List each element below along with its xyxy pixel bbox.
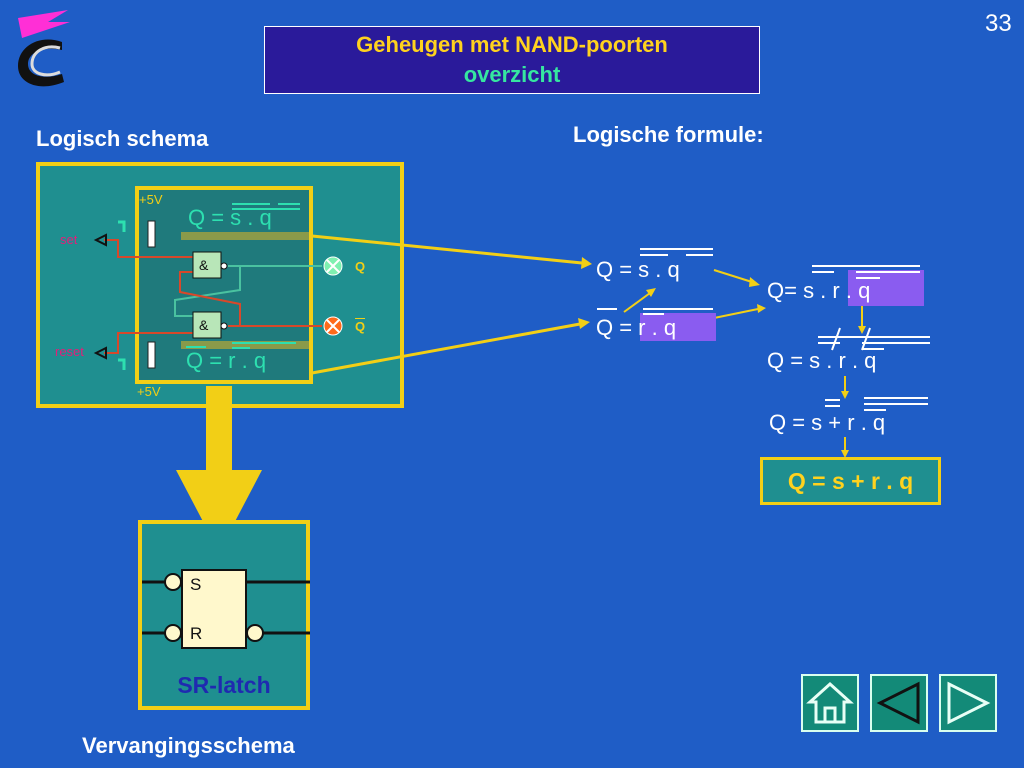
replacement-schema-label: Vervangingsschema — [82, 733, 295, 758]
home-icon — [806, 681, 854, 724]
nand-gate-bottom-label: & — [199, 317, 209, 333]
title-line2: overzicht — [463, 62, 561, 87]
circuit-diagram — [93, 186, 343, 384]
down-arrow — [176, 386, 262, 552]
formula-1: Q = s . q — [596, 257, 680, 282]
output-q-label: Q — [355, 259, 366, 274]
vcc-bottom-label: +5V — [137, 384, 161, 399]
output-qbar-label: Q — [355, 318, 366, 334]
formula-4: Q = s . r . q — [767, 348, 877, 373]
triangle-right-icon — [947, 681, 991, 725]
vcc-top-label: +5V — [139, 192, 163, 207]
title-box: Geheugen met NAND-poorten overzicht — [264, 26, 760, 94]
nand-gate-top-label: & — [199, 257, 209, 273]
latch-pin-r: R — [190, 624, 203, 643]
formula-3: Q= s . r . q — [767, 278, 871, 303]
circuit-formula-top: Q = s . q — [188, 205, 272, 230]
formula-5: Q = s + r . q — [769, 410, 886, 435]
page-number: 33 — [985, 10, 1012, 37]
logic-formula-label: Logische formule: — [573, 122, 764, 147]
latch-pin-s: S — [190, 575, 202, 594]
next-button[interactable] — [939, 674, 997, 732]
logo-icon — [18, 10, 70, 87]
logic-schema-label: Logisch schema — [36, 126, 209, 151]
final-formula-box: Q = s + r . q — [760, 457, 941, 505]
previous-button[interactable] — [870, 674, 928, 732]
title-line1: Geheugen met NAND-poorten — [356, 32, 668, 57]
highlight-box-2 — [848, 270, 924, 306]
set-label: set — [60, 232, 78, 247]
sr-latch-label: SR-latch — [177, 672, 271, 698]
highlight-box-1 — [640, 313, 716, 341]
sr-latch-symbol — [142, 569, 310, 649]
circuit-formula-bottom: Q = r . q — [186, 348, 267, 373]
reset-label: reset — [55, 344, 84, 359]
formula-2: Q = r . q — [596, 315, 677, 340]
triangle-left-icon — [876, 681, 920, 725]
home-button[interactable] — [801, 674, 859, 732]
